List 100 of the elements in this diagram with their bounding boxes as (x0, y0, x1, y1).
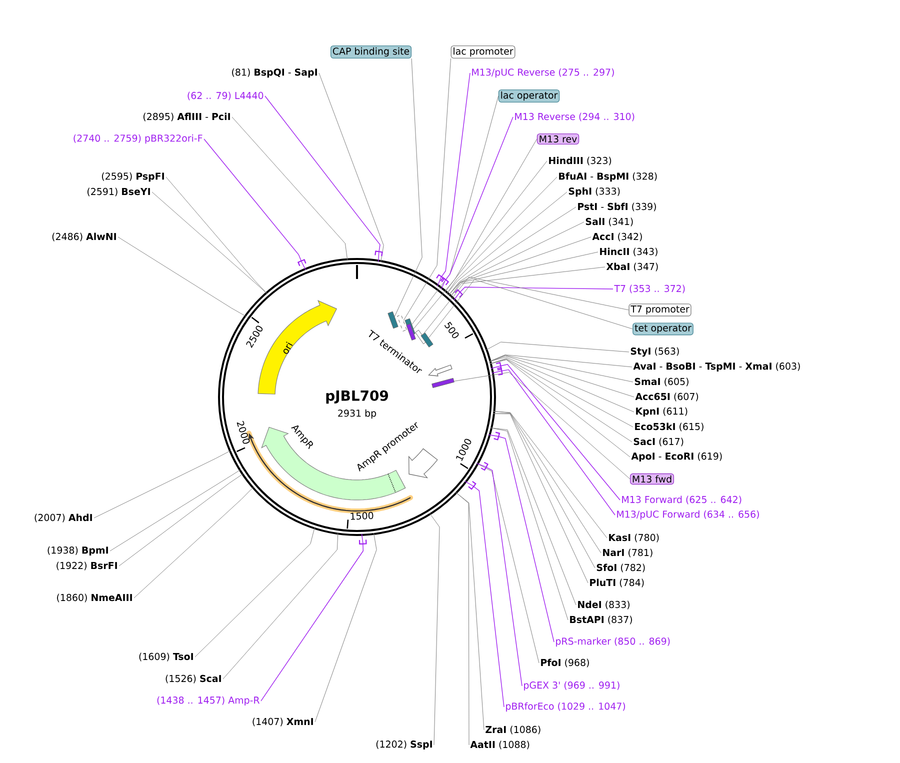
leader-line (318, 72, 384, 262)
site-label: (2486) AlwNI (52, 232, 116, 242)
leader-line (440, 116, 514, 290)
leader-line (490, 428, 576, 606)
site-label: ZraI (1086) (486, 726, 540, 734)
leader-line (454, 372, 630, 480)
site-label: (1202) SspI (376, 740, 432, 750)
site-label: (1860) NmeAIII (57, 594, 132, 602)
leader-line (489, 356, 634, 398)
leader-line (412, 138, 538, 330)
site-label: (2007) AhdI (34, 514, 92, 522)
leader-line (448, 206, 576, 296)
site-label: PstI - SbfI (339) (578, 202, 656, 212)
feature-glyph (432, 378, 454, 388)
leader-line (118, 473, 244, 566)
feature-glyph (397, 314, 407, 332)
leader-line (450, 266, 606, 298)
site-label: AvaI - BsoBI - TspMI - XmaI (603) (633, 362, 800, 372)
leader-line (436, 72, 470, 286)
feature-glyph (388, 311, 398, 329)
leader-line (412, 96, 499, 325)
primer-label: M13 Reverse (294 .. 310) (515, 112, 634, 122)
plasmid-size: 2931 bp (338, 409, 376, 419)
leader-line (490, 358, 634, 428)
leader-line (94, 450, 232, 518)
site-label: AatII (1088) (470, 740, 530, 750)
leader-line (232, 116, 348, 261)
leader-line (110, 469, 242, 552)
leader-line (394, 58, 422, 317)
leader-line (446, 176, 558, 294)
site-label: AccI (342) (592, 232, 642, 242)
leader-line (134, 486, 254, 598)
primer-label: M13/pUC Reverse (275 .. 297) (472, 68, 614, 78)
leader-line (450, 252, 598, 298)
site-label: (1938) BpmI (48, 546, 108, 556)
site-label: HindIII (323) (549, 156, 612, 166)
plasmid-circle (218, 258, 496, 536)
site-label: (81) BspQI - SapI (232, 68, 317, 78)
leader-line (166, 176, 268, 294)
leader-line (454, 286, 614, 300)
leader-line (455, 492, 470, 746)
primer-label: pRS-marker (850 .. 869) (556, 637, 670, 647)
tick-label: 2000 (236, 420, 250, 444)
leader-line (492, 367, 616, 516)
site-label: (1526) ScaI (166, 674, 221, 684)
site-label: BfuAI - BspMI (328) (559, 172, 657, 182)
primer-label: (2740 .. 2759) pBR322ori-F (74, 134, 202, 144)
tick-label: 1500 (350, 512, 374, 520)
site-label: KasI (780) (609, 534, 659, 542)
site-label: PluTI (784) (590, 578, 644, 588)
site-label: NarI (781) (603, 548, 652, 558)
leader-line (118, 236, 246, 317)
primer-label: M13 Forward (625 .. 642) (622, 496, 742, 504)
feature-label: M13 fwd (630, 473, 674, 485)
primer-label: (62 .. 79) L4440 (188, 92, 264, 100)
leader-line (476, 463, 540, 664)
leader-line (490, 428, 568, 620)
site-label: SacI (617) (634, 438, 684, 446)
site-label: StyI (563) (630, 347, 679, 357)
site-label: KpnI (611) (636, 407, 688, 417)
site-label: SphI (333) (568, 187, 620, 197)
leader-line (152, 192, 268, 294)
leader-line (260, 534, 367, 702)
site-label: BstAPI (837) (570, 616, 632, 624)
site-label: (2895) AflIII - PciI (144, 112, 230, 122)
leader-line (446, 192, 568, 294)
feature-label: lac operator (498, 89, 560, 103)
site-label: ApoI - EcoRI (619) (631, 452, 722, 462)
site-label: Eco53kI (615) (635, 422, 704, 432)
leader-line (464, 480, 504, 708)
leader-line (488, 432, 554, 642)
leader-line (489, 355, 634, 382)
site-label: Acc65I (607) (635, 392, 698, 402)
feature-label: CAP binding site (330, 45, 412, 59)
leader-line (448, 236, 592, 296)
feature-label: T7 promoter (628, 304, 692, 316)
site-label: SfoI (782) (596, 564, 645, 572)
feature-glyph (420, 332, 434, 348)
site-label: (2591) BseYI (88, 188, 150, 196)
leader-line (490, 362, 620, 500)
leader-line (476, 462, 522, 686)
primer-label: M13/pUC Forward (634 .. 656) (617, 510, 759, 520)
leader-line (314, 532, 377, 722)
site-label: (2595) PspFI (102, 172, 164, 182)
site-label: (1609) TsoI (139, 652, 193, 662)
site-label: (1407) XmnI (252, 718, 313, 726)
site-label: SmaI (605) (634, 378, 688, 386)
site-label: SalI (341) (586, 218, 633, 226)
site-label: (1922) BsrFI (56, 562, 117, 570)
feature-label: tet operator (632, 322, 694, 336)
leader-line (194, 527, 315, 658)
site-label: XbaI (347) (606, 262, 658, 272)
feature-label: lac promoter (450, 45, 516, 59)
leader-line (204, 138, 306, 270)
feature-glyph (406, 324, 416, 340)
site-label: HincII (343) (600, 248, 658, 256)
leader-line (489, 356, 634, 412)
leader-line (429, 512, 440, 746)
leader-line (490, 358, 632, 442)
leader-line (444, 160, 548, 292)
